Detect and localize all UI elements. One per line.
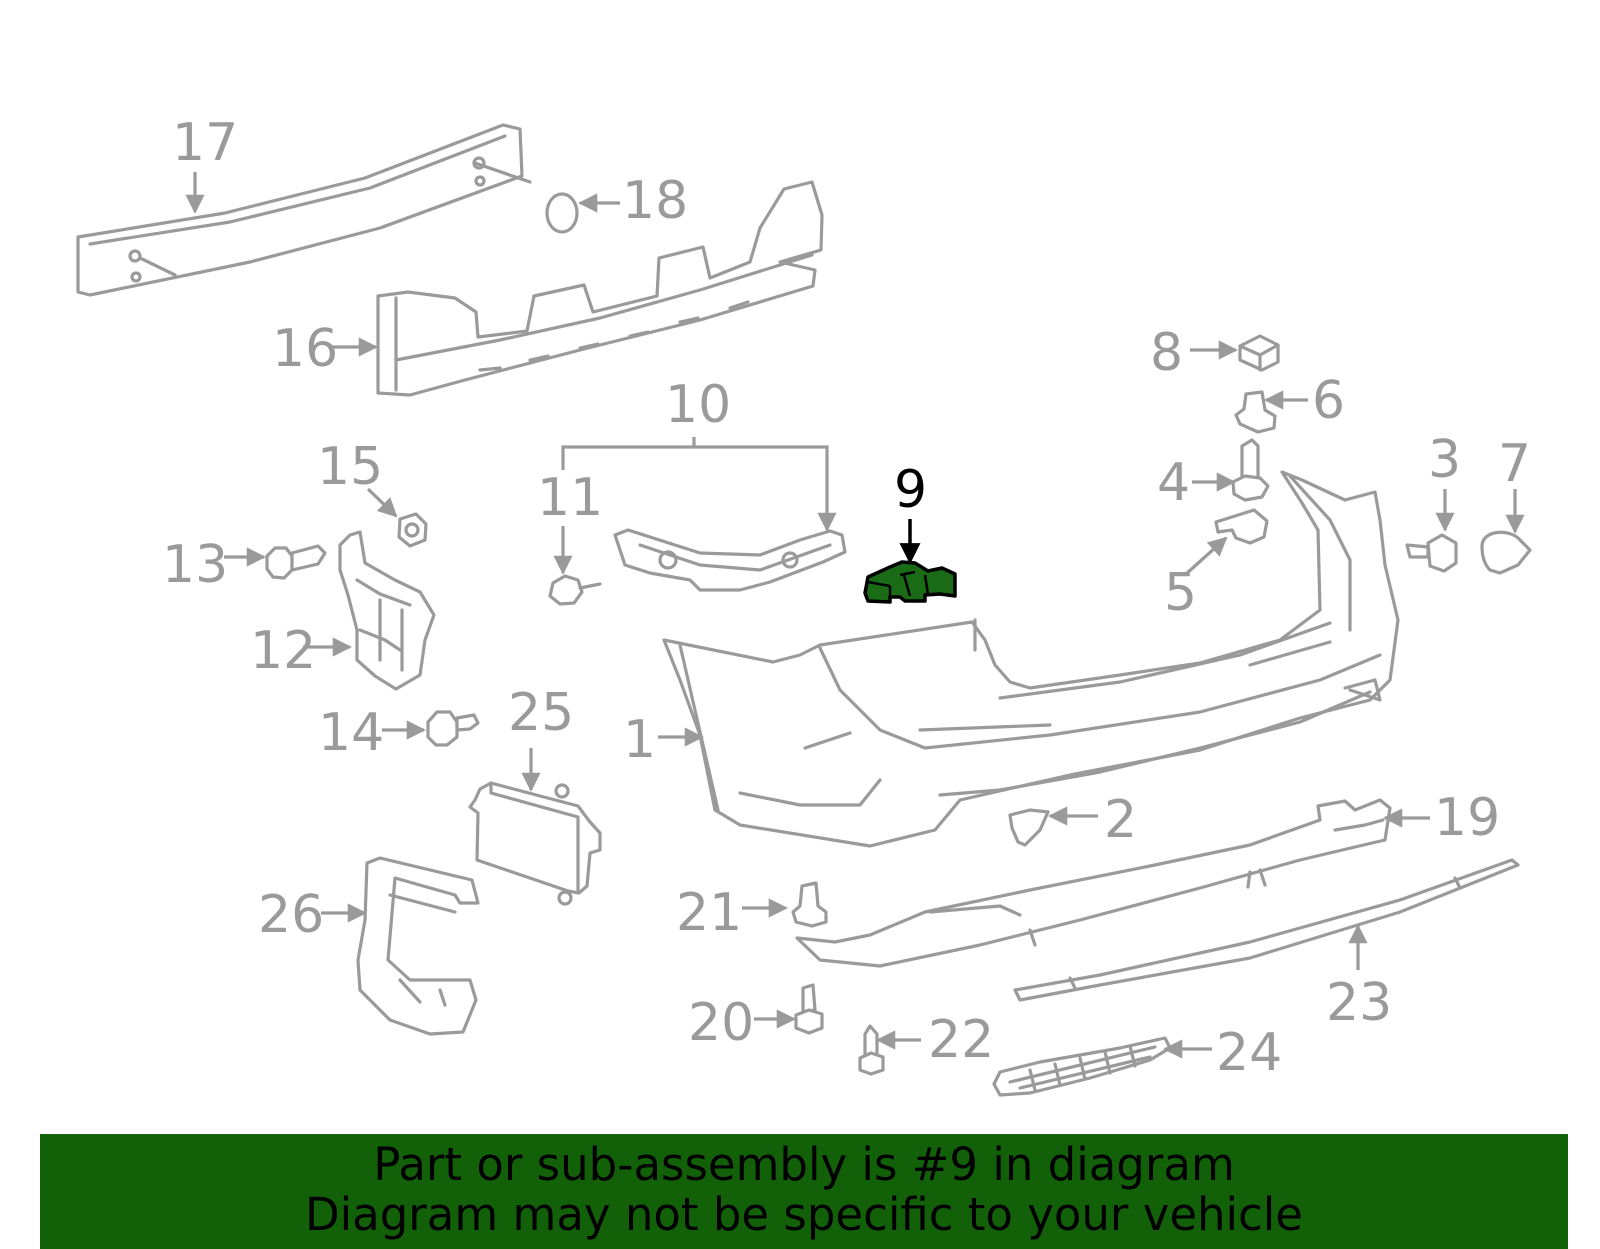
label-17: 17 bbox=[172, 113, 238, 173]
part-26-bracket bbox=[356, 856, 480, 1036]
label-22: 22 bbox=[928, 1010, 994, 1070]
banner-line-1: Part or sub-assembly is #9 in diagram bbox=[373, 1138, 1235, 1191]
part-13-bolt bbox=[265, 544, 327, 580]
part-10-brackets bbox=[613, 528, 847, 592]
part-18-plug bbox=[545, 192, 579, 234]
part-23-molding bbox=[1013, 858, 1520, 1002]
part-22-screw bbox=[858, 1024, 885, 1076]
label-10: 10 bbox=[665, 375, 731, 435]
label-24: 24 bbox=[1216, 1023, 1282, 1083]
part-16-absorber bbox=[376, 180, 824, 397]
label-1: 1 bbox=[623, 710, 656, 770]
label-23: 23 bbox=[1326, 973, 1392, 1033]
part-8-nut bbox=[1238, 334, 1280, 372]
label-14: 14 bbox=[318, 703, 384, 763]
label-20: 20 bbox=[688, 993, 754, 1053]
label-11: 11 bbox=[537, 468, 603, 528]
part-20-bolt bbox=[794, 983, 824, 1035]
label-25: 25 bbox=[508, 683, 574, 743]
label-13: 13 bbox=[162, 535, 228, 595]
part-17-reinforcement bbox=[76, 123, 532, 297]
label-9[interactable]: 9 bbox=[894, 460, 927, 520]
label-8: 8 bbox=[1150, 323, 1183, 383]
label-2: 2 bbox=[1104, 790, 1137, 850]
label-26: 26 bbox=[258, 885, 324, 945]
label-4: 4 bbox=[1157, 453, 1190, 513]
part-11-clip bbox=[548, 574, 602, 606]
label-7: 7 bbox=[1498, 434, 1531, 494]
part-4-bolt bbox=[1231, 438, 1270, 502]
part-5-bracket bbox=[1214, 508, 1269, 545]
banner-line-2: Diagram may not be specific to your vehi… bbox=[305, 1188, 1303, 1241]
part-6-clip bbox=[1234, 390, 1277, 434]
label-12: 12 bbox=[250, 621, 316, 681]
label-6: 6 bbox=[1312, 371, 1345, 431]
label-15: 15 bbox=[317, 437, 383, 497]
leader-arrows bbox=[185, 172, 1525, 1059]
part-3-bolt bbox=[1405, 533, 1458, 573]
label-16: 16 bbox=[272, 319, 338, 379]
part-14-bolt bbox=[426, 710, 480, 747]
label-3: 3 bbox=[1428, 430, 1461, 490]
part-15-nut bbox=[397, 512, 428, 548]
part-7-cap bbox=[1480, 530, 1532, 575]
label-21: 21 bbox=[676, 883, 742, 943]
label-5: 5 bbox=[1164, 563, 1197, 623]
label-18: 18 bbox=[622, 171, 688, 231]
part-12-bracket bbox=[338, 530, 436, 691]
info-banner: Part or sub-assembly is #9 in diagram Di… bbox=[40, 1134, 1568, 1249]
part-25-module bbox=[468, 781, 602, 906]
part-19-lower-cover bbox=[795, 798, 1392, 968]
part-2-clip bbox=[1008, 808, 1050, 847]
part-9-highlighted[interactable] bbox=[863, 519, 957, 604]
part-24-grille bbox=[992, 1036, 1172, 1097]
part-1-bumper-cover bbox=[662, 470, 1400, 848]
label-19: 19 bbox=[1434, 788, 1500, 848]
part-21-clip bbox=[791, 881, 828, 928]
